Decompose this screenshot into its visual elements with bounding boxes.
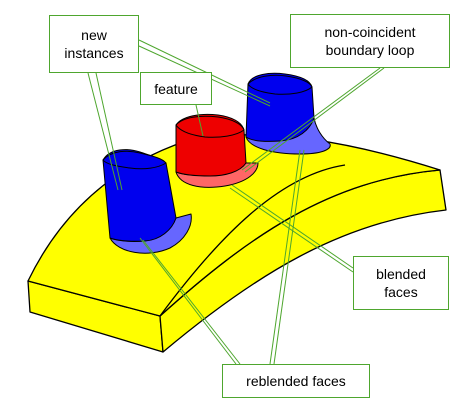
left-instance-body <box>102 149 177 242</box>
right-instance <box>245 72 331 155</box>
callout-reblended-faces: reblended faces <box>222 364 370 398</box>
left-instance <box>102 149 192 254</box>
feature-top <box>175 115 245 138</box>
leader-new-instances-b <box>95 72 123 191</box>
leader-reblend-d <box>273 149 305 365</box>
leader-new-instances-c <box>138 39 271 104</box>
leader-reblend-a <box>139 237 237 365</box>
callout-blended-faces: blended faces <box>353 256 449 310</box>
leader-lines <box>87 39 385 365</box>
leader-feature <box>195 104 204 137</box>
right-instance-top <box>247 74 313 95</box>
leader-blended-b <box>229 187 354 273</box>
left-instance-top <box>102 150 167 170</box>
leader-blended-a <box>231 184 354 269</box>
callout-feature: feature <box>140 72 212 105</box>
leader-reblend-b <box>142 239 241 365</box>
callout-new-instances: new instances <box>49 15 139 73</box>
red-feature <box>175 113 259 188</box>
block-crest-line <box>159 164 346 317</box>
leader-noncoin-a <box>241 67 381 171</box>
leader-new-instances-a <box>87 72 119 191</box>
leader-noncoin-b <box>244 67 385 173</box>
leader-reblend-c <box>269 149 301 365</box>
callout-non-coincident-boundary-loop: non-coincident boundary loop <box>290 14 450 68</box>
